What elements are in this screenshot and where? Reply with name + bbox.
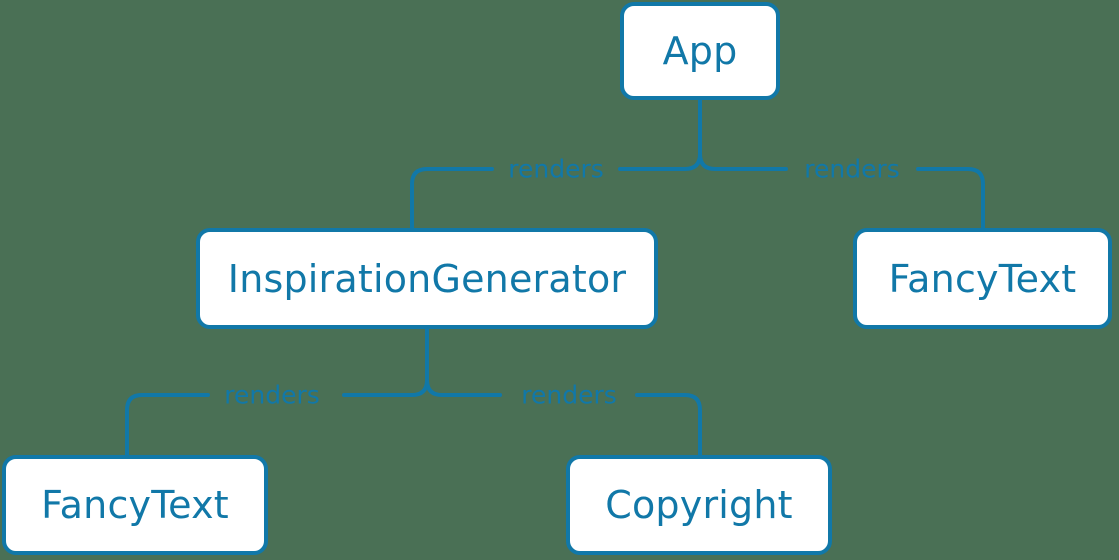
node-fancy-text-bottom-left-label: FancyText xyxy=(41,483,229,527)
node-inspiration-generator[interactable]: InspirationGenerator xyxy=(196,228,658,329)
node-fancy-text-right[interactable]: FancyText xyxy=(853,228,1112,329)
node-inspiration-generator-label: InspirationGenerator xyxy=(227,256,627,301)
node-fancy-text-right-label: FancyText xyxy=(888,256,1077,301)
node-copyright[interactable]: Copyright xyxy=(566,455,832,555)
edge-label-app-to-inspiration-generator: renders xyxy=(508,154,604,184)
edge-inspiration-generator-to-copyright-path xyxy=(425,378,702,457)
edge-label-inspiration-generator-to-fancy-text: renders xyxy=(224,380,320,410)
edge-label-app-to-fancy-text-right: renders xyxy=(804,154,900,184)
node-fancy-text-bottom-left[interactable]: FancyText xyxy=(2,455,268,555)
edge-app-to-fancy-text-right-path xyxy=(698,152,985,230)
edge-label-inspiration-generator-to-copyright: renders xyxy=(521,380,617,410)
node-app-label: App xyxy=(662,29,738,73)
node-copyright-label: Copyright xyxy=(605,483,793,527)
node-app[interactable]: App xyxy=(620,2,780,100)
